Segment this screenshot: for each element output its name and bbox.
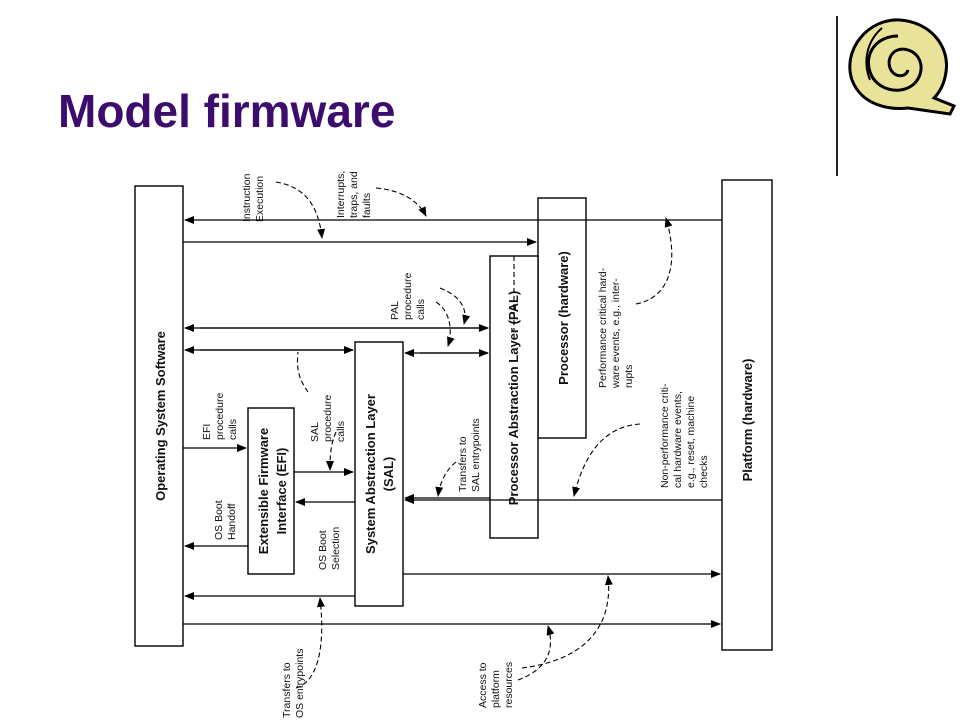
svg-text:e.g., reset, machine: e.g., reset, machine bbox=[685, 396, 697, 488]
svg-text:SAL: SAL bbox=[309, 422, 321, 442]
efi-label-line2: Interface (EFI) bbox=[274, 448, 289, 535]
annotation-os-boot-selection: OS Boot Selection bbox=[317, 527, 342, 570]
pal-label: Processor Abstraction Layer (PAL) bbox=[506, 291, 521, 506]
pal-box: Processor Abstraction Layer (PAL) bbox=[489, 255, 539, 539]
sal-label-line2: (SAL) bbox=[381, 457, 396, 492]
svg-text:Selection: Selection bbox=[330, 527, 342, 570]
svg-text:cal hardware events,: cal hardware events, bbox=[672, 391, 684, 488]
annotation-access-platform: Access to platform resources bbox=[477, 662, 515, 708]
efi-label-line1: Extensible Firmware bbox=[256, 428, 271, 554]
os-box: Operating System Software bbox=[134, 185, 184, 647]
svg-text:calls: calls bbox=[227, 419, 239, 440]
dashed-pointers bbox=[275, 181, 673, 689]
annotation-os-boot-handoff: OS Boot Handoff bbox=[213, 500, 238, 540]
annotation-non-perf-critical: Non-performance criti- cal hardware even… bbox=[659, 383, 710, 488]
processor-label: Processor (hardware) bbox=[556, 251, 571, 385]
svg-text:Transfers to: Transfers to bbox=[457, 436, 469, 492]
svg-text:Handoff: Handoff bbox=[226, 503, 238, 540]
svg-text:calls: calls bbox=[415, 299, 427, 320]
svg-text:Interrupts,: Interrupts, bbox=[335, 171, 347, 218]
svg-text:Access to: Access to bbox=[477, 662, 489, 708]
efi-box: Extensible Firmware Interface (EFI) bbox=[247, 407, 295, 575]
svg-text:Performance critical hard-: Performance critical hard- bbox=[597, 267, 609, 388]
svg-text:checks: checks bbox=[698, 455, 710, 488]
svg-text:rupts: rupts bbox=[623, 365, 635, 388]
sal-box: System Abstraction Layer (SAL) bbox=[354, 341, 404, 607]
svg-text:OS Boot: OS Boot bbox=[213, 500, 225, 540]
svg-text:traps, and: traps, and bbox=[348, 171, 360, 218]
annotation-pal-calls: PAL procedure calls bbox=[389, 273, 427, 320]
svg-text:procedure: procedure bbox=[402, 273, 414, 320]
svg-text:platform: platform bbox=[490, 670, 502, 708]
annotation-perf-critical: Performance critical hard- ware events, … bbox=[597, 267, 635, 389]
svg-text:procedure: procedure bbox=[214, 393, 226, 440]
svg-text:calls: calls bbox=[335, 421, 347, 442]
svg-text:SAL entrypoints: SAL entrypoints bbox=[470, 418, 482, 492]
annotation-sal-calls: SAL procedure calls bbox=[309, 395, 347, 442]
svg-text:PAL: PAL bbox=[389, 301, 401, 320]
snail-logo-icon bbox=[848, 18, 956, 116]
platform-label: Platform (hardware) bbox=[740, 359, 755, 482]
annotation-interrupts: Interrupts, traps, and faults bbox=[335, 171, 373, 218]
svg-text:EFI: EFI bbox=[201, 424, 213, 440]
annotation-instruction-execution: Instruction Execution bbox=[241, 173, 266, 222]
title-divider bbox=[836, 16, 838, 176]
sal-label-line1: System Abstraction Layer bbox=[363, 394, 378, 554]
svg-text:Execution: Execution bbox=[254, 176, 266, 222]
slide-title: Model firmware bbox=[58, 85, 396, 137]
svg-text:Transfers to: Transfers to bbox=[281, 662, 293, 718]
svg-text:faults: faults bbox=[361, 193, 373, 218]
platform-box: Platform (hardware) bbox=[721, 179, 773, 651]
connector-arrows bbox=[183, 216, 722, 628]
annotation-transfers-sal: Transfers to SAL entrypoints bbox=[457, 418, 482, 492]
svg-text:procedure: procedure bbox=[322, 395, 334, 442]
svg-text:ware events, e.g., inter-: ware events, e.g., inter- bbox=[610, 278, 622, 389]
processor-box: Processor (hardware) bbox=[537, 197, 587, 439]
svg-text:OS entrypoints: OS entrypoints bbox=[294, 649, 306, 718]
os-label: Operating System Software bbox=[153, 331, 168, 501]
svg-text:Instruction: Instruction bbox=[241, 173, 253, 222]
svg-text:resources: resources bbox=[503, 662, 515, 708]
annotation-transfers-os: Transfers to OS entrypoints bbox=[281, 649, 306, 718]
svg-text:Non-performance criti-: Non-performance criti- bbox=[659, 383, 671, 488]
svg-text:OS Boot: OS Boot bbox=[317, 530, 329, 570]
annotation-efi-calls: EFI procedure calls bbox=[201, 393, 239, 440]
